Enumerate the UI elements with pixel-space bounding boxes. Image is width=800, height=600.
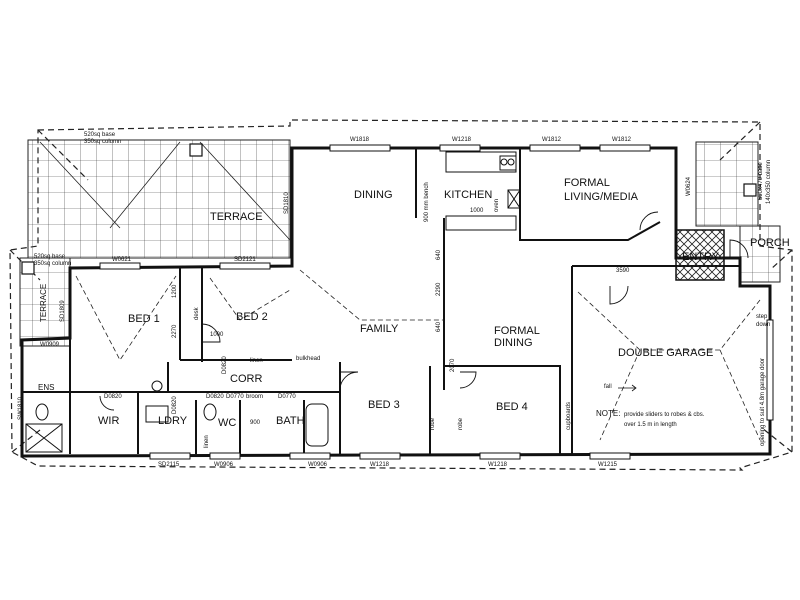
- window-marks: [99, 144, 774, 460]
- room-label-formal-dining-2: DINING: [494, 337, 533, 349]
- broom-note: broom: [246, 394, 263, 400]
- window-code: W0624: [686, 176, 692, 196]
- room-label-ens: ENS: [38, 383, 54, 392]
- columns: [21, 143, 757, 275]
- robe-note-2: robe: [458, 417, 464, 430]
- window-code: W0906: [308, 462, 328, 468]
- window-code: W1218: [488, 462, 508, 468]
- linen-note-2: linen: [204, 435, 210, 448]
- dim-1000-bed2: 1000: [210, 332, 224, 338]
- room-label-kitchen: KITCHEN: [444, 189, 492, 201]
- window-code: W1215: [598, 462, 618, 468]
- door-code: D0820: [104, 394, 122, 400]
- window-code: SD1809: [60, 300, 66, 322]
- window-code: W0621: [112, 257, 132, 263]
- bench-note: 900 mm bench: [424, 182, 430, 222]
- dim-900: 900: [250, 420, 261, 426]
- linen-note: linen: [250, 358, 263, 364]
- robe-note: robe: [430, 417, 436, 430]
- window-code: W1818: [350, 137, 370, 143]
- window-code: W1218: [452, 137, 472, 143]
- dim-640a: 640: [436, 249, 442, 260]
- step-note: step: [756, 314, 768, 320]
- dim-2070: 2070: [450, 358, 456, 372]
- window-code: SD1810: [284, 192, 290, 214]
- dim-1000-kitchen: 1000: [470, 208, 484, 214]
- window-code: W0909: [40, 342, 60, 348]
- door-code: D0770: [226, 394, 244, 400]
- room-label-entry: ENTRY: [682, 251, 720, 263]
- room-label-double-garage: DOUBLE GARAGE: [618, 347, 713, 359]
- window-code: W0906: [214, 462, 234, 468]
- fall-arrow: [618, 384, 637, 392]
- dim-2270: 2270: [172, 324, 178, 338]
- room-label-corr: CORR: [230, 373, 262, 385]
- column-note-2a: 520sq base: [34, 254, 66, 260]
- door-code: D0820: [172, 396, 178, 414]
- note-line-2: over 1.5 m in length: [624, 422, 677, 428]
- dim-1200: 1200: [172, 284, 178, 298]
- window-code: SD2121: [234, 257, 256, 263]
- room-label-terrace-side: TERRACE: [39, 284, 48, 322]
- terrace-tiles: [19, 139, 781, 347]
- room-label-ldry: LDRY: [158, 415, 188, 427]
- fall-note: fall: [604, 384, 612, 390]
- room-label-family: FAMILY: [360, 323, 399, 335]
- column-note-1b: 350sq column: [84, 139, 121, 145]
- kitchen-fixtures: [445, 151, 521, 231]
- note-title: NOTE:: [596, 409, 620, 418]
- bathroom-fixtures: [25, 380, 329, 453]
- garage-door-note: opening to suit 4.8m garage door: [760, 358, 766, 446]
- dim-2290: 2290: [436, 282, 442, 296]
- desk-note: desk: [194, 306, 200, 320]
- door-code: D0820: [206, 394, 224, 400]
- room-label-bed3: BED 3: [368, 399, 400, 411]
- column-note-3b: 140x350 column: [766, 160, 772, 204]
- garage-roof-lines: [75, 269, 761, 441]
- note-line-1: provide sliders to robes & cbs.: [624, 412, 705, 418]
- room-label-bed2: BED 2: [236, 311, 268, 323]
- column-note-3a: 590x470 base: [758, 162, 764, 200]
- step-note-2: down: [756, 322, 770, 328]
- window-code: SD2115: [158, 462, 180, 468]
- room-label-wc: WC: [218, 417, 236, 429]
- window-code: W1812: [542, 137, 562, 143]
- window-code: W1812: [612, 137, 632, 143]
- room-label-bed4: BED 4: [496, 401, 528, 413]
- room-label-living-media: LIVING/MEDIA: [564, 191, 639, 203]
- window-code: SW1810: [18, 396, 24, 420]
- bulkhead-note: bulkhead: [296, 356, 320, 362]
- dim-3590: 3590: [616, 268, 630, 274]
- entry-tile-box: [675, 229, 725, 281]
- column-note-2b: 350sq column: [34, 261, 71, 267]
- room-label-bath: BATH: [276, 415, 305, 427]
- door-swings: [99, 211, 749, 411]
- room-label-dining: DINING: [354, 189, 393, 201]
- cupboards-note: cupboards: [566, 402, 572, 430]
- room-label-formal-living: FORMAL: [564, 177, 610, 189]
- door-code: D0770: [278, 394, 296, 400]
- window-code: W1218: [370, 462, 390, 468]
- column-note-1a: 520sq base: [84, 132, 116, 138]
- room-label-bed1: BED 1: [128, 313, 160, 325]
- room-label-wir: WIR: [98, 415, 119, 427]
- room-label-porch: PORCH: [750, 237, 790, 249]
- room-label-formal-dining: FORMAL: [494, 325, 540, 337]
- door-code: D0820: [222, 356, 228, 374]
- room-label-terrace: TERRACE: [210, 211, 263, 223]
- dim-640b: 640: [436, 321, 442, 332]
- oven-note: oven: [494, 199, 500, 212]
